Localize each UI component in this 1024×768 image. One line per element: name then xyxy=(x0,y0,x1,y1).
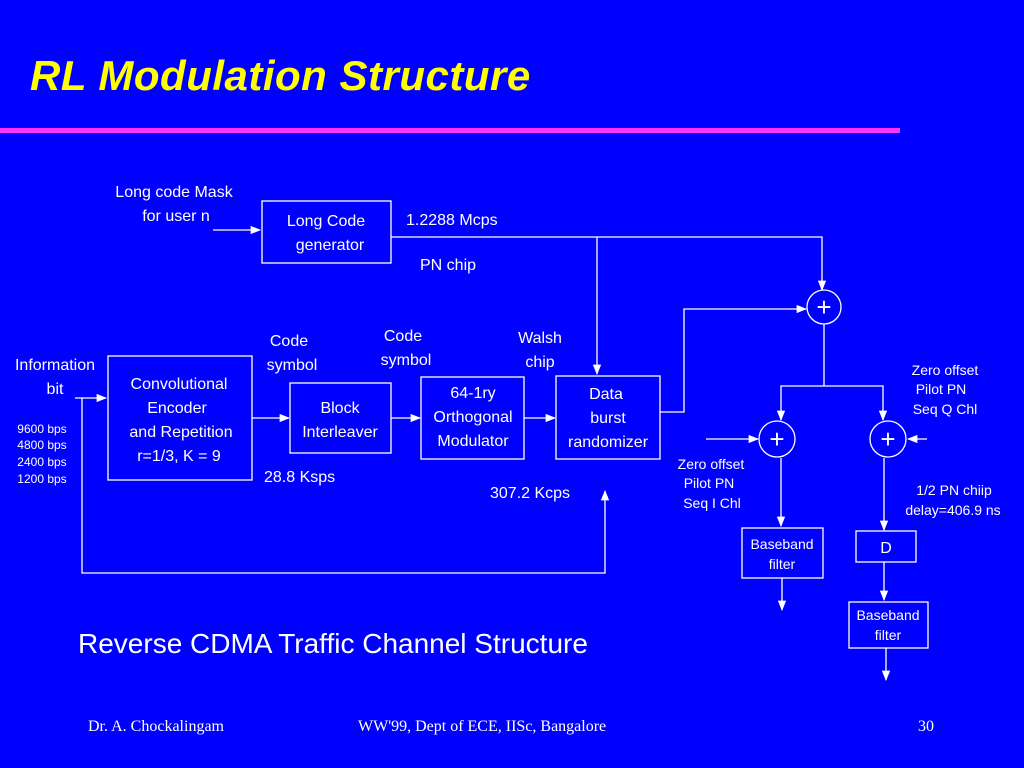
q-adder-plus: + xyxy=(880,424,895,454)
top-adder-symbol: + xyxy=(806,289,842,325)
convolutional-encoder-block: Convolutional Encoder and Repetition r=1… xyxy=(107,355,253,481)
i-channel-adder-symbol: + xyxy=(758,420,796,458)
delay-block: D xyxy=(855,530,917,563)
encoder-label-line3: and Repetition xyxy=(129,424,232,441)
zero-offset-q-label-line3: Seq Q Chl xyxy=(913,401,978,417)
footer-author: Dr. A. Chockalingam xyxy=(88,718,224,735)
information-bit-label-line1: Information xyxy=(15,357,95,374)
half-chip-delay-label-line1: 1/2 PN chiip xyxy=(916,482,992,498)
i-adder-plus: + xyxy=(769,424,784,454)
randomizer-label-line1: Data xyxy=(589,386,623,403)
long-code-mask-label-line2: for user n xyxy=(142,208,210,225)
encoder-label-line2: Encoder xyxy=(147,400,207,417)
modulator-label-line3: Modulator xyxy=(437,433,509,450)
baseband-filter-i-label-line1: Baseband xyxy=(750,536,813,552)
zero-offset-i-label-line1: Zero offset xyxy=(678,456,745,472)
split-to-i-adder-wire xyxy=(776,385,824,422)
half-chip-delay-label-line2: delay=406.9 ns xyxy=(905,502,1000,518)
pn-chip-label: PN chip xyxy=(420,257,476,274)
signal-wires xyxy=(75,225,927,682)
data-rate-1200: 1200 bps xyxy=(17,472,66,486)
long-code-generator-label-line1: Long Code xyxy=(287,213,365,230)
top-adder-plus: + xyxy=(816,292,831,322)
delay-block-label: D xyxy=(880,540,892,557)
baseband-filter-q-block: Baseband filter xyxy=(848,601,929,649)
randomizer-label-line3: randomizer xyxy=(568,434,649,451)
baseband-filter-q-label-line1: Baseband xyxy=(856,607,919,623)
long-code-generator-block: Long Code generator xyxy=(261,200,392,264)
encoder-label-line1: Convolutional xyxy=(131,376,228,393)
encoder-label-line4: r=1/3, K = 9 xyxy=(137,448,221,465)
orthogonal-modulator-block: 64-1ry Orthogonal Modulator xyxy=(420,376,525,460)
footer-venue: WW'99, Dept of ECE, IISc, Bangalore xyxy=(358,718,607,735)
block-interleaver-block: Block Interleaver xyxy=(289,382,392,454)
q-channel-adder-symbol: + xyxy=(869,420,907,458)
interleaver-label-line1: Block xyxy=(320,400,360,417)
zero-offset-i-label-line3: Seq I Chl xyxy=(683,495,741,511)
zero-offset-q-label-line1: Zero offset xyxy=(912,362,979,378)
page-number: 30 xyxy=(918,718,934,735)
baseband-filter-i-label-line2: filter xyxy=(769,556,796,572)
code-symbol-2-label-line1: Code xyxy=(384,328,422,345)
interleaver-label-line2: Interleaver xyxy=(302,424,378,441)
data-rate-9600: 9600 bps xyxy=(17,422,66,436)
code-symbol-1-label-line2: symbol xyxy=(267,357,318,374)
baseband-filter-q-label-line2: filter xyxy=(875,627,902,643)
symbol-rate-label: 28.8 Ksps xyxy=(264,469,335,486)
randomizer-label-line2: burst xyxy=(590,410,626,427)
data-rate-4800: 4800 bps xyxy=(17,438,66,452)
walsh-rate-label: 307.2 Kcps xyxy=(490,485,570,502)
diagram-caption: Reverse CDMA Traffic Channel Structure xyxy=(78,628,588,659)
long-code-mask-label-line1: Long code Mask xyxy=(115,184,233,201)
long-code-generator-label-line2: generator xyxy=(296,237,365,254)
pn-line-wire xyxy=(391,236,827,292)
walsh-chip-label-line1: Walsh xyxy=(518,330,562,347)
slide-title: RL Modulation Structure xyxy=(30,52,531,99)
title-divider xyxy=(0,128,900,133)
split-to-q-adder-wire xyxy=(824,385,888,422)
zero-offset-i-label-line2: Pilot PN xyxy=(684,475,735,491)
information-bit-label-line2: bit xyxy=(47,381,64,398)
data-burst-randomizer-block: Data burst randomizer xyxy=(555,375,661,460)
pn-rate-label: 1.2288 Mcps xyxy=(406,212,498,229)
baseband-filter-i-block: Baseband filter xyxy=(741,527,824,579)
code-symbol-2-label-line2: symbol xyxy=(381,352,432,369)
data-rate-2400: 2400 bps xyxy=(17,455,66,469)
randomizer-to-adder-wire xyxy=(660,304,808,413)
modulator-label-line1: 64-1ry xyxy=(450,385,495,402)
rate-control-wire xyxy=(81,398,610,574)
zero-offset-q-label-line2: Pilot PN xyxy=(916,381,967,397)
modulator-label-line2: Orthogonal xyxy=(433,409,512,426)
walsh-chip-label-line2: chip xyxy=(525,354,554,371)
code-symbol-1-label-line1: Code xyxy=(270,333,308,350)
